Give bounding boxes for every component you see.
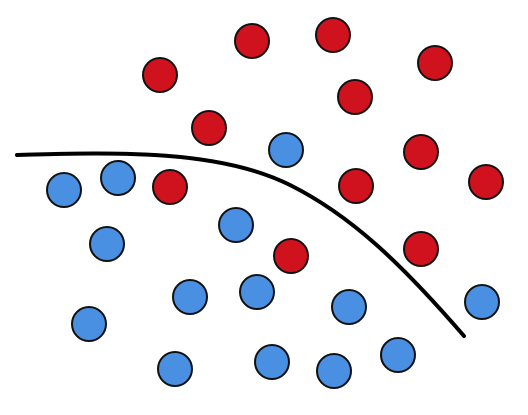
blue-point bbox=[100, 160, 136, 196]
red-point bbox=[234, 23, 270, 59]
red-point bbox=[403, 231, 439, 267]
red-point bbox=[191, 110, 227, 146]
red-point bbox=[337, 79, 373, 115]
blue-point bbox=[316, 353, 352, 389]
blue-point bbox=[157, 351, 193, 387]
red-point bbox=[403, 134, 439, 170]
points-layer bbox=[46, 17, 504, 389]
blue-point bbox=[218, 207, 254, 243]
blue-point bbox=[71, 306, 107, 342]
red-point bbox=[338, 168, 374, 204]
red-point bbox=[152, 169, 188, 205]
red-point bbox=[315, 17, 351, 53]
red-point bbox=[468, 164, 504, 200]
blue-point bbox=[239, 274, 275, 310]
blue-point bbox=[89, 226, 125, 262]
blue-point bbox=[46, 172, 82, 208]
decision-boundary-curve bbox=[15, 151, 466, 338]
red-point bbox=[273, 238, 309, 274]
red-point bbox=[417, 45, 453, 81]
blue-point bbox=[331, 289, 367, 325]
blue-point bbox=[268, 132, 304, 168]
red-point bbox=[142, 57, 178, 93]
blue-point bbox=[254, 344, 290, 380]
blue-point bbox=[172, 279, 208, 315]
blue-point bbox=[464, 284, 500, 320]
blue-point bbox=[380, 337, 416, 373]
